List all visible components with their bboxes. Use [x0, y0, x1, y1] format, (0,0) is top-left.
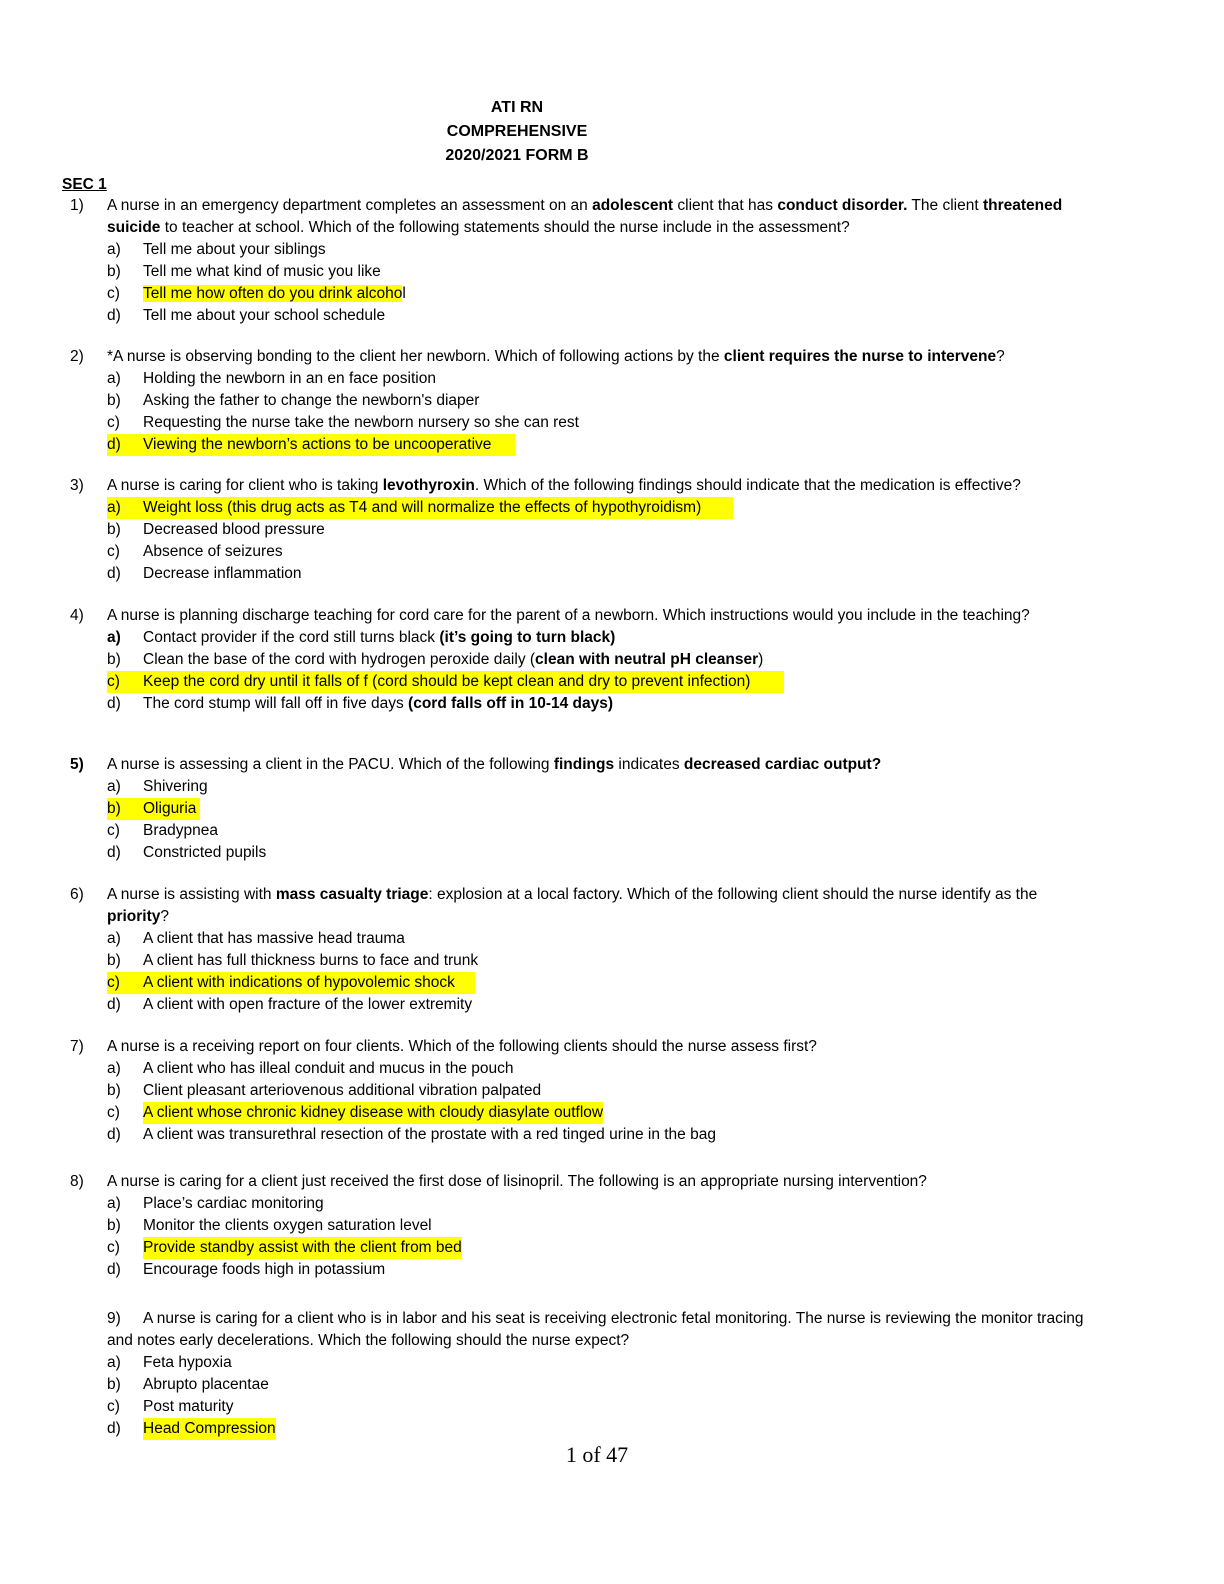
question-number: 7) [70, 1038, 84, 1055]
question-number: 3) [70, 477, 84, 494]
question-stem: A nurse in an emergency department compl… [107, 197, 1063, 236]
option-d: d)Encourage foods high in potassium [107, 1261, 386, 1278]
option-c-answer: c)A client with indications of hypovolem… [107, 972, 1107, 994]
question-stem: *A nurse is observing bonding to the cli… [107, 348, 1005, 365]
section-heading: SEC 1 [62, 176, 107, 193]
question-number: 5) [70, 756, 84, 773]
title-line-2: COMPREHENSIVE [446, 123, 588, 140]
option-b: b)Clean the base of the cord with hydrog… [107, 651, 764, 668]
option-d: d)Tell me about your school schedule [107, 307, 386, 324]
question-number: 8) [70, 1173, 84, 1190]
question-stem: A nurse is assessing a client in the PAC… [107, 756, 882, 773]
option-c: c)Post maturity [107, 1398, 234, 1415]
option-a: a)A client who has illeal conduit and mu… [107, 1060, 514, 1077]
option-c-answer: c)Keep the cord dry until it falls of f … [107, 671, 1107, 693]
option-b: b)A client has full thickness burns to f… [107, 952, 479, 969]
title-line-1: ATI RN [490, 99, 544, 116]
question-stem: A nurse is planning discharge teaching f… [107, 607, 1030, 624]
question-number: 2) [70, 348, 84, 365]
option-c-answer: c)A client whose chronic kidney disease … [107, 1102, 1107, 1124]
option-b: b)Asking the father to change the newbor… [107, 392, 480, 409]
question-number: 6) [70, 886, 84, 903]
option-d-answer: d)Viewing the newborn’s actions to be un… [107, 434, 1107, 456]
option-b: b)Tell me what kind of music you like [107, 263, 381, 280]
option-a: a)Place’s cardiac monitoring [107, 1195, 324, 1212]
option-d: d)A client was transurethral resection o… [107, 1126, 716, 1143]
option-c: c)Absence of seizures [107, 543, 283, 560]
question-number: 1) [70, 197, 84, 214]
option-d: d)A client with open fracture of the low… [107, 996, 473, 1013]
option-a: a)Shivering [107, 778, 208, 795]
question-stem: A nurse is caring for client who is taki… [107, 477, 1021, 494]
question-number: 4) [70, 607, 84, 624]
option-a-answer: a)Weight loss (this drug acts as T4 and … [107, 497, 1107, 519]
option-b: b)Decreased blood pressure [107, 521, 325, 538]
option-a: a)A client that has massive head trauma [107, 930, 405, 947]
question-number: 9) [107, 1310, 121, 1327]
question-stem: A nurse is caring for a client just rece… [107, 1173, 927, 1190]
option-a: a)Contact provider if the cord still tur… [107, 629, 616, 646]
option-b: b)Abrupto placentae [107, 1376, 269, 1393]
option-c-answer: c)Provide standby assist with the client… [107, 1237, 1107, 1259]
option-c: c)Bradypnea [107, 822, 218, 839]
option-d-answer: d)Head Compression [107, 1418, 1107, 1440]
option-d: d)Constricted pupils [107, 844, 267, 861]
option-a: a)Holding the newborn in an en face posi… [107, 370, 436, 387]
question-stem: 9) A nurse is caring for a client who is… [107, 1310, 1084, 1349]
option-d: d)The cord stump will fall off in five d… [107, 695, 614, 712]
option-a: a)Tell me about your siblings [107, 241, 326, 258]
page-number: 1 of 47 [565, 1442, 629, 1467]
option-d: d)Decrease inflammation [107, 565, 302, 582]
title-line-3: 2020/2021 FORM B [445, 147, 589, 164]
question-stem: A nurse is assisting with mass casualty … [107, 886, 1038, 925]
option-c-answer: c)Tell me how often do you drink alcohol [107, 285, 406, 302]
option-b: b)Monitor the clients oxygen saturation … [107, 1217, 432, 1234]
option-b: b)Client pleasant arteriovenous addition… [107, 1082, 542, 1099]
document-title: ATI RN COMPREHENSIVE 2020/2021 FORM B [0, 96, 1034, 168]
option-b-answer: b)Oliguria [107, 798, 1107, 820]
option-a: a)Feta hypoxia [107, 1354, 232, 1371]
option-c: c)Requesting the nurse take the newborn … [107, 414, 579, 431]
question-stem: A nurse is a receiving report on four cl… [107, 1038, 817, 1055]
